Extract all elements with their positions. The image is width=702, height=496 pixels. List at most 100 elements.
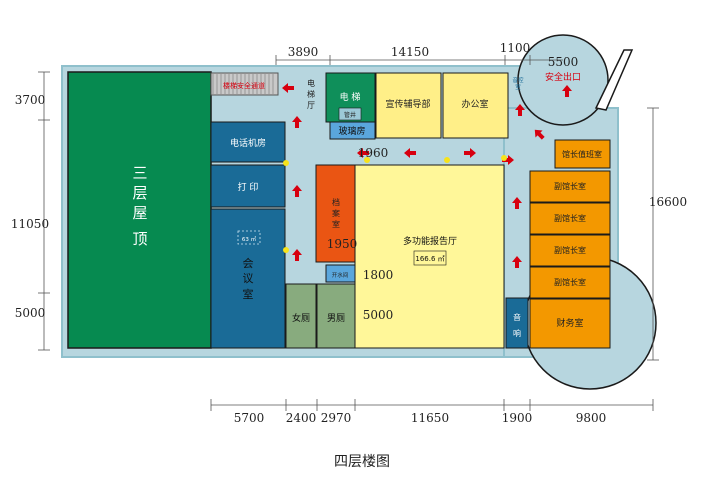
deputy-label-4: 副馆长室 [554, 277, 586, 287]
deputy-label-2: 副馆长室 [554, 213, 586, 223]
dim-inner-2: 1950 [327, 237, 358, 251]
shaft-label: 管井 [344, 111, 356, 119]
male-wc-room [316, 283, 356, 349]
sound-label-2: 响 [513, 328, 521, 338]
light-icon [444, 157, 450, 163]
meeting-label-3: 室 [243, 287, 254, 301]
male-wc-label: 男厕 [327, 313, 345, 324]
glass-room-label: 玻璃房 [338, 125, 365, 137]
female-wc-label: 女厕 [292, 312, 310, 324]
dim-bottom-2: 2400 [286, 411, 317, 425]
hall-room [354, 164, 505, 349]
arrow-icon [292, 249, 302, 261]
light-icon [364, 157, 370, 163]
deputy-label-3: 副馆长室 [554, 245, 586, 255]
arrow-icon [512, 197, 522, 209]
floor-caption: 四层楼图 [334, 454, 390, 470]
ceiling-lights [283, 155, 507, 253]
dimension-lines [38, 55, 659, 411]
arrow-icon [534, 129, 545, 140]
finance-label: 财务室 [556, 317, 583, 329]
water-label: 开水间 [332, 271, 349, 279]
arrow-icon [282, 83, 294, 93]
duty-room [554, 139, 611, 169]
arrow-icon [512, 256, 522, 268]
meeting-area-label: 63 ㎡ [242, 235, 257, 243]
sound-room [505, 297, 529, 349]
arrow-icon [357, 148, 369, 158]
stair-treads [212, 74, 274, 94]
av-control-label-1: 音控 [512, 76, 524, 84]
dim-bottom-3: 2970 [321, 411, 352, 425]
archive-label-3: 室 [332, 219, 340, 229]
arrow-icon [562, 85, 572, 97]
dim-top-3: 1100 [500, 41, 531, 55]
dim-exit: 5500 [548, 55, 579, 69]
print-room [210, 164, 286, 208]
arrow-icon [292, 185, 302, 197]
stair-exit-label: 楼梯安全通道 [223, 81, 265, 90]
safety-exit-label: 安全出口 [545, 71, 581, 83]
meeting-area-box [237, 230, 261, 245]
shaft-room [338, 107, 362, 121]
archive-label-1: 档 [332, 197, 340, 207]
publicity-room [375, 72, 442, 139]
dim-bottom-6: 9800 [576, 411, 607, 425]
arrow-icon [502, 155, 514, 165]
hall-area-label: 166.6 ㎡ [415, 255, 444, 263]
elevator-hall-label-3: 厅 [307, 101, 315, 110]
arrow-icon [515, 104, 525, 116]
finance-room [529, 298, 611, 349]
arrow-icon [292, 116, 302, 128]
dim-left-1: 3700 [15, 93, 46, 107]
exit-ramp [594, 49, 634, 111]
dim-bottom-4: 11650 [411, 411, 449, 425]
hall-label: 多功能报告厅 [403, 235, 457, 247]
dim-left-2: 11050 [11, 217, 49, 231]
arrow-icon [404, 148, 416, 158]
sound-label-1: 音 [513, 312, 521, 322]
deputy-room-4 [529, 266, 611, 299]
dim-top-2: 14150 [391, 45, 429, 59]
elevator-hall-label-1: 电 [307, 78, 315, 88]
dim-top-1: 3890 [288, 45, 319, 59]
meeting-room [210, 208, 286, 349]
arrow-icon [464, 148, 476, 158]
female-wc-room [285, 283, 317, 349]
dim-right: 16600 [649, 195, 687, 209]
av-control-label-2: 室 [515, 83, 521, 91]
dim-left-3: 5000 [15, 306, 46, 320]
light-icon [501, 155, 507, 161]
roof-area [67, 71, 212, 349]
dim-bottom-1: 5700 [234, 411, 265, 425]
roof-label-3: 屋 [132, 204, 147, 222]
telecom-label: 电话机房 [230, 137, 266, 149]
meeting-label-2: 议 [243, 272, 254, 285]
dim-inner-3: 1800 [363, 268, 394, 282]
elevator-label: 电 梯 [340, 91, 361, 103]
print-label: 打 印 [238, 181, 259, 193]
telecom-room [210, 121, 286, 163]
publicity-label: 宣传辅导部 [385, 98, 430, 110]
light-icon [283, 160, 289, 166]
light-icon [283, 247, 289, 253]
dim-inner-4: 5000 [363, 308, 394, 322]
glass-room [329, 121, 376, 140]
exit-rotunda [517, 34, 609, 126]
hall-area-box [413, 250, 447, 266]
archive-room [315, 164, 356, 263]
deputy-label-1: 副馆长室 [554, 181, 586, 191]
office-room [442, 72, 509, 139]
deputy-room-3 [529, 234, 611, 267]
meeting-label-1: 会 [243, 257, 254, 270]
roof-label-4: 顶 [132, 230, 147, 248]
dim-inner-1: 1960 [358, 146, 389, 160]
roof-label-1: 三 [132, 164, 147, 182]
elevator-hall-label-2: 梯 [307, 89, 315, 99]
deputy-room-2 [529, 202, 611, 235]
office-label: 办公室 [461, 98, 488, 110]
evacuation-arrows [282, 83, 572, 268]
duty-label: 馆长值班室 [562, 149, 602, 159]
dim-bottom-5: 1900 [502, 411, 533, 425]
